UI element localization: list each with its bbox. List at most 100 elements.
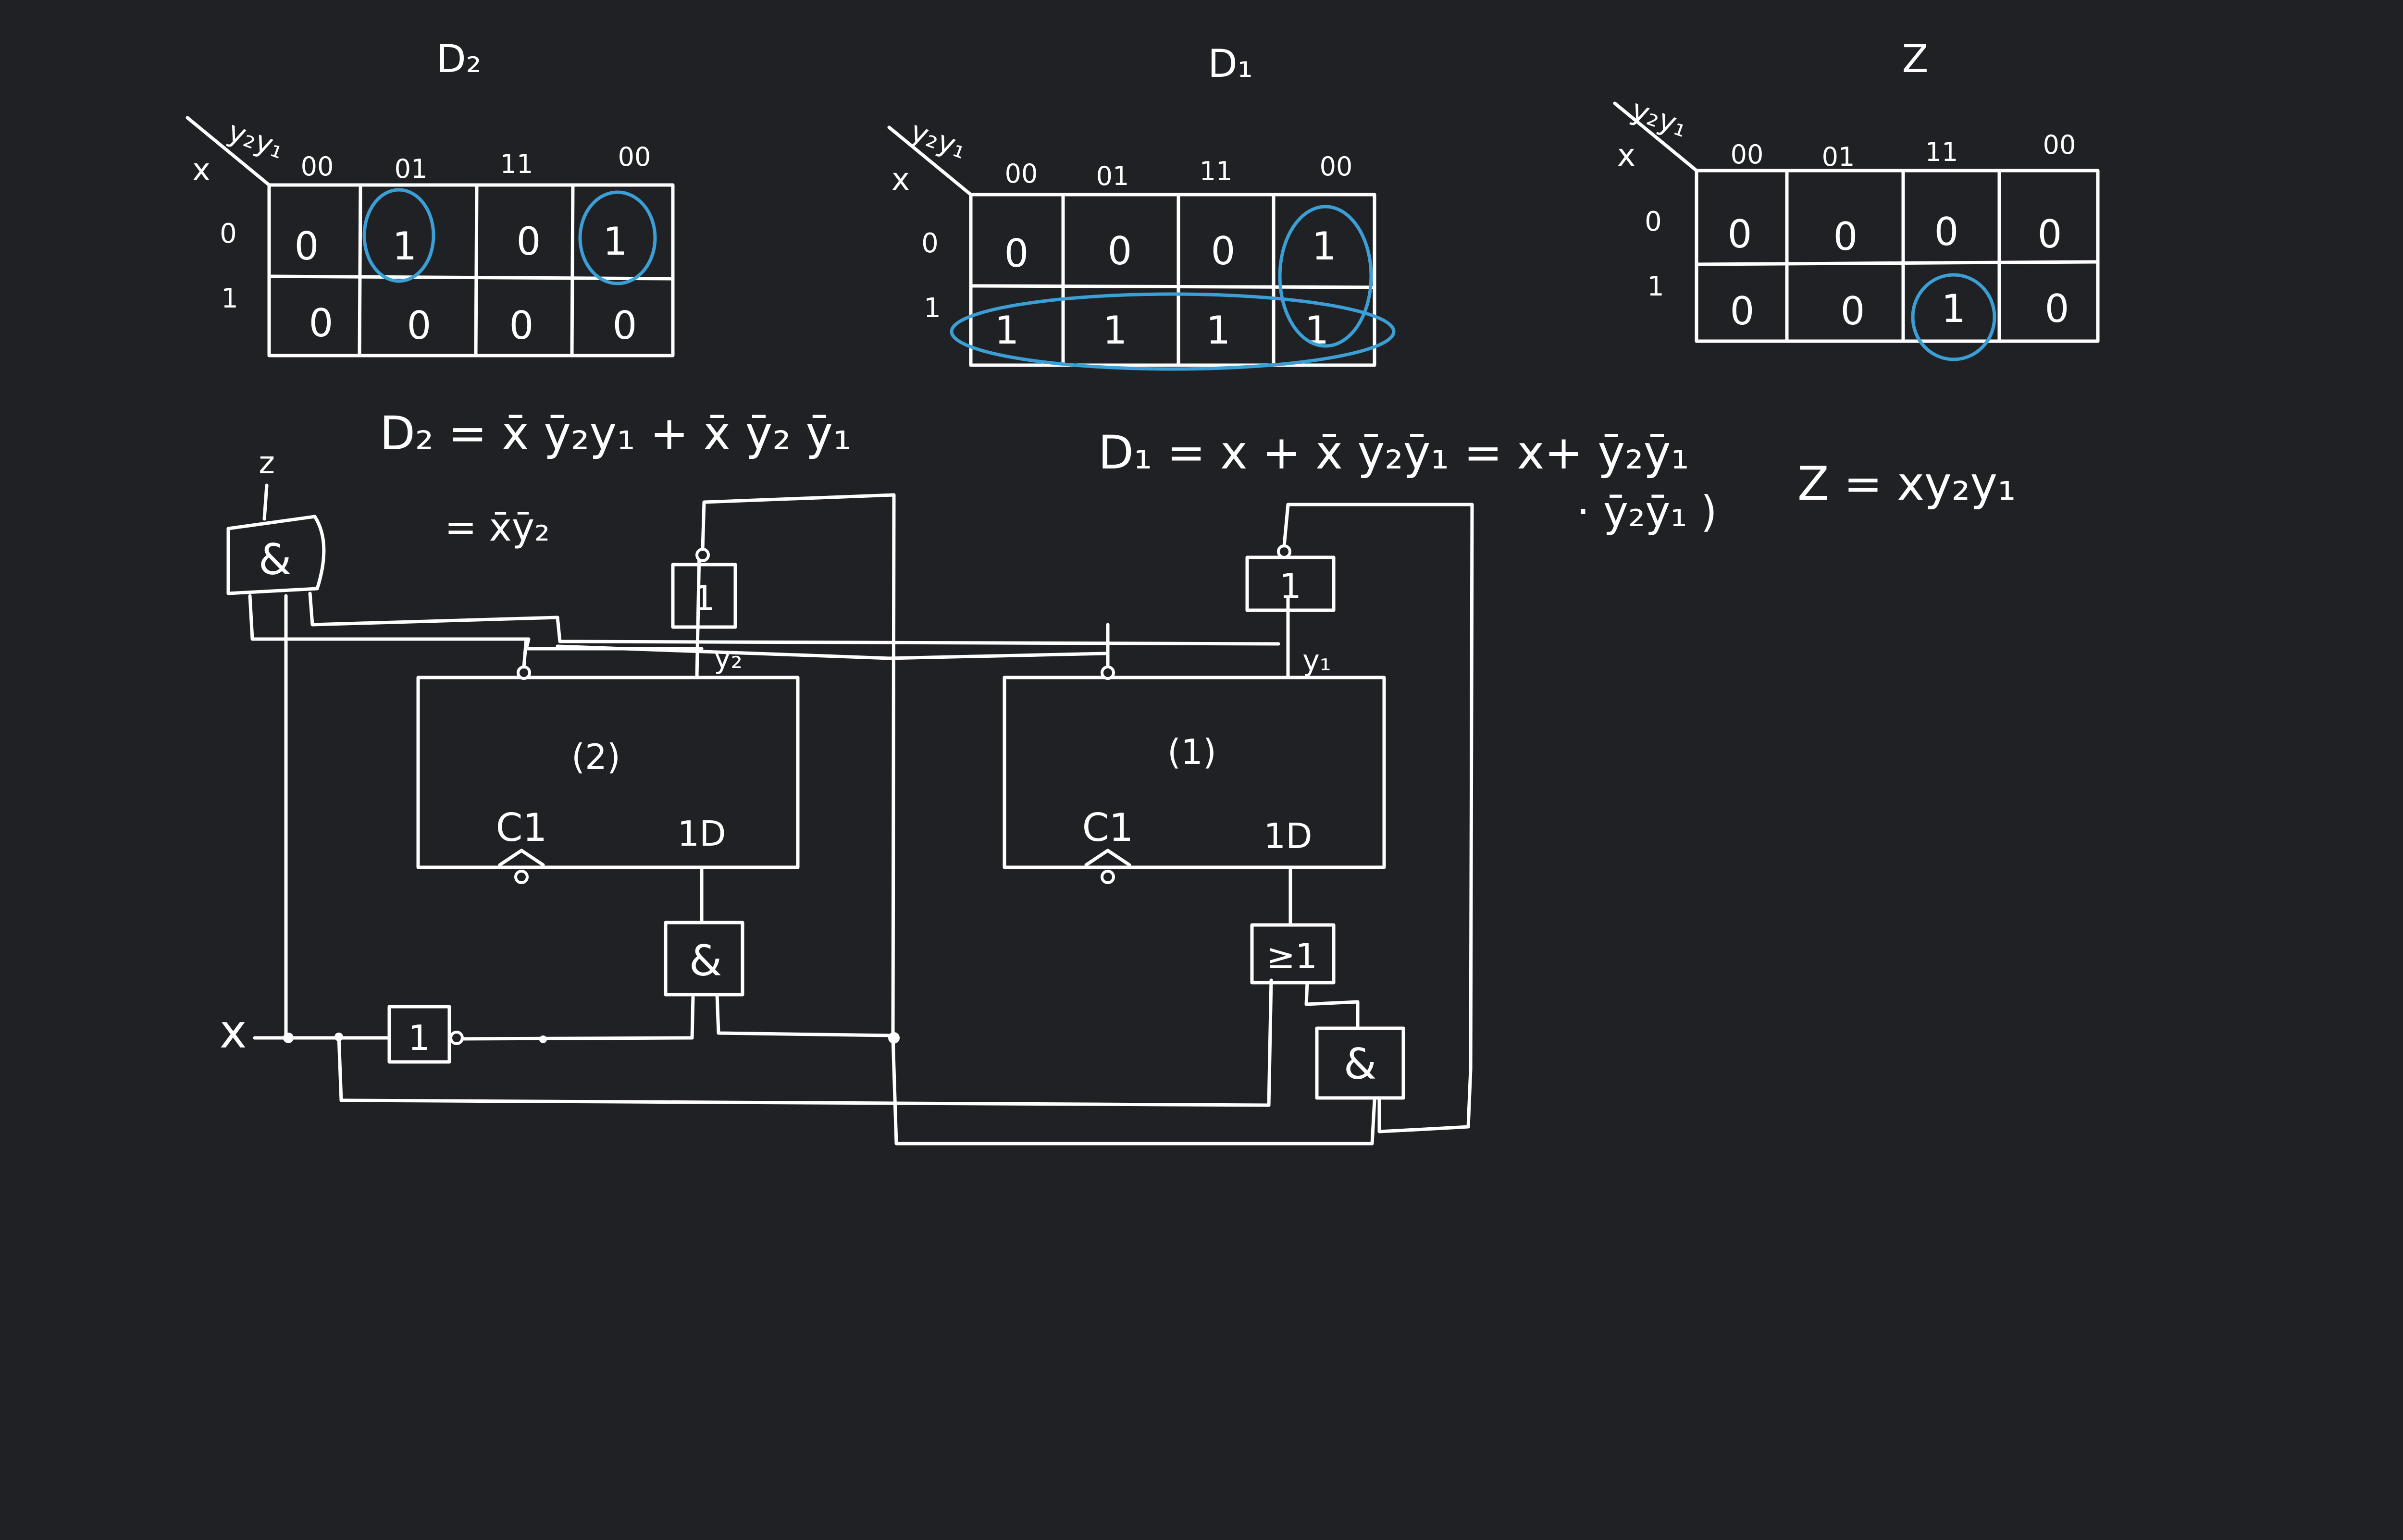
kmap-z-cell-0-0: 0 <box>1728 212 1752 257</box>
kmap-d1-group-circle-col <box>1278 205 1373 348</box>
flipflop-2-q-wire <box>695 551 701 679</box>
kmap-z-col-1: 01 <box>1822 142 1855 172</box>
flipflop-1-clk-label: C1 <box>1082 805 1134 850</box>
ff1-feedback-wire <box>1282 503 1474 1133</box>
kmap-z-corner-col: y₂y₁ <box>1627 93 1692 144</box>
flipflop-2-clk-triangle <box>498 849 545 867</box>
not-x-wire <box>460 1036 694 1041</box>
flipflop-1-label: (1) <box>1167 732 1216 772</box>
kmap-d2-cell-0-0: 0 <box>295 224 319 269</box>
circuit: z & x 1 (2) C1 1D y₂ 1 <box>220 445 1474 1146</box>
and-gate-d1 <box>1315 1026 1405 1100</box>
output-z-wire <box>262 483 269 521</box>
output-z-label: z <box>259 445 275 481</box>
inverter-x-label: 1 <box>408 1018 430 1058</box>
kmap-d1-hline <box>969 284 1376 289</box>
kmap-z-col-3: 00 <box>2043 130 2076 160</box>
kmap-d1-col-3: 00 <box>1320 151 1353 182</box>
kmap-d2-cell-1-3: 0 <box>613 303 637 348</box>
kmap-d2-row-0: 0 <box>220 218 237 249</box>
kmap-d1-group-circle-row <box>950 292 1396 371</box>
kmap-d2-row-1: 1 <box>221 283 238 314</box>
kmap-z-cell-1-0: 0 <box>1730 289 1755 333</box>
flipflop-2 <box>416 676 800 869</box>
kmap-d1-cell-1-0: 1 <box>995 308 1019 353</box>
equation-z: Z = xy₂y₁ <box>1797 457 2016 511</box>
kmap-z-group-circle <box>1911 273 1996 361</box>
equation-d1-line1: D₁ = x + x̄ ȳ₂ȳ₁ = x+ ȳ₂ȳ₁ <box>1098 426 1689 480</box>
output-and-gate-label: & <box>259 535 292 584</box>
kmap-d1-corner-row: x <box>892 162 910 197</box>
kmap-d1-cell-1-1: 1 <box>1103 308 1127 353</box>
kmap-d2-col-1: 01 <box>395 154 428 184</box>
kmap-z-cell-1-3: 0 <box>2045 286 2069 331</box>
kmap-d1-cell-0-3: 1 <box>1312 224 1337 269</box>
kmap-d2-title: D₂ <box>436 37 482 81</box>
inverter-ff2 <box>671 563 737 629</box>
kmap-z-cell-1-1: 0 <box>1841 289 1865 333</box>
kmap-z-cell-1-2: 1 <box>1942 286 1966 331</box>
kmap-z-cell-0-1: 0 <box>1833 214 1858 259</box>
inverter-ff1-bubble <box>1277 544 1291 559</box>
kmap-d2-cell-1-2: 0 <box>509 303 534 348</box>
clock-wire <box>522 637 1107 669</box>
kmap-d1-corner-line <box>887 125 973 197</box>
flipflop-1-clk-bubble <box>1101 870 1115 884</box>
or-gate-d1-label: ≥1 <box>1266 936 1317 976</box>
kmap-d1-col-1: 01 <box>1096 161 1129 191</box>
kmap-d1-cell-0-2: 0 <box>1211 229 1236 273</box>
kmap-d2-corner-line <box>186 116 271 187</box>
kmap-z-hline <box>1695 260 2100 266</box>
kmap-d1-title: D₁ <box>1208 41 1253 86</box>
kmap-d2-vline-2 <box>474 183 479 357</box>
flipflop-1-reset-bubble <box>1101 665 1115 680</box>
kmap-d2-cell-1-1: 0 <box>407 303 432 348</box>
x-branch-down <box>337 1035 343 1102</box>
flipflop-2-y2-label: y₂ <box>714 641 743 675</box>
not-x-to-and-wire <box>690 995 695 1040</box>
kmap-d2-hline <box>267 274 675 281</box>
input-x-label: x <box>220 1005 247 1059</box>
inverter-x-bubble <box>449 1031 464 1045</box>
and-gate-d1-label: & <box>1344 1039 1377 1089</box>
flipflop-1-y1-label: y₁ <box>1302 644 1331 678</box>
kmap-d2-corner-row: x <box>192 152 211 188</box>
kmap-z-row-0: 0 <box>1645 206 1662 237</box>
kmap-d1-col-2: 11 <box>1200 156 1233 186</box>
kmap-z-cell-0-2: 0 <box>1934 209 1959 254</box>
flipflop-2-reset-bubble <box>517 665 531 680</box>
flipflop-1-d-label: 1D <box>1263 816 1312 856</box>
inverter-ff2-bubble <box>695 548 710 562</box>
kmap-d2-vline-3 <box>570 183 575 357</box>
kmap-z-corner-row: x <box>1617 138 1635 173</box>
or-d1-input-wire <box>1304 981 1360 1030</box>
kmap-d1-col-0: 00 <box>1005 159 1038 189</box>
flipflop-1-clk-triangle <box>1084 849 1131 867</box>
kmap-z-col-2: 11 <box>1925 137 1958 167</box>
equation-d1-line2: · ȳ₂ȳ₁ ) <box>1576 487 1717 536</box>
kmap-z-cell-0-3: 0 <box>2038 212 2062 257</box>
kmap-d2-cell-1-0: 0 <box>309 301 334 345</box>
kmap-d2-col-2: 11 <box>500 149 533 179</box>
kmap-d2-group-circle-1 <box>362 188 435 283</box>
flipflop-1 <box>1003 676 1386 869</box>
x-to-or-wire <box>1267 978 1273 1107</box>
kmap-z-col-0: 00 <box>1731 139 1764 170</box>
kmap-z-row-1: 1 <box>1647 271 1664 302</box>
kmap-d2-corner-col: y₂y₁ <box>223 114 289 166</box>
kmap-d1-grid <box>969 193 1376 367</box>
kmap-z-title: Z <box>1902 37 1929 81</box>
kmap-d2-vline-1 <box>358 185 362 357</box>
kmap-d1-row-1: 1 <box>924 293 941 324</box>
equation-d2-line2: = x̄ȳ₂ <box>445 505 550 550</box>
inverter-ff2-label: 1 <box>693 578 715 618</box>
kmap-d2-cell-0-1: 1 <box>393 224 417 269</box>
and-gate-d2 <box>664 921 744 997</box>
output-gate-wire-top <box>308 591 1280 646</box>
flipflop-2-d-label: 1D <box>677 813 726 854</box>
kmap-d2-col-0: 00 <box>301 151 334 182</box>
kmap-d2-group-circle-2 <box>578 190 657 285</box>
kmap-z-corner-line <box>1613 101 1698 172</box>
kmap-d2-col-3: 00 <box>618 142 651 172</box>
